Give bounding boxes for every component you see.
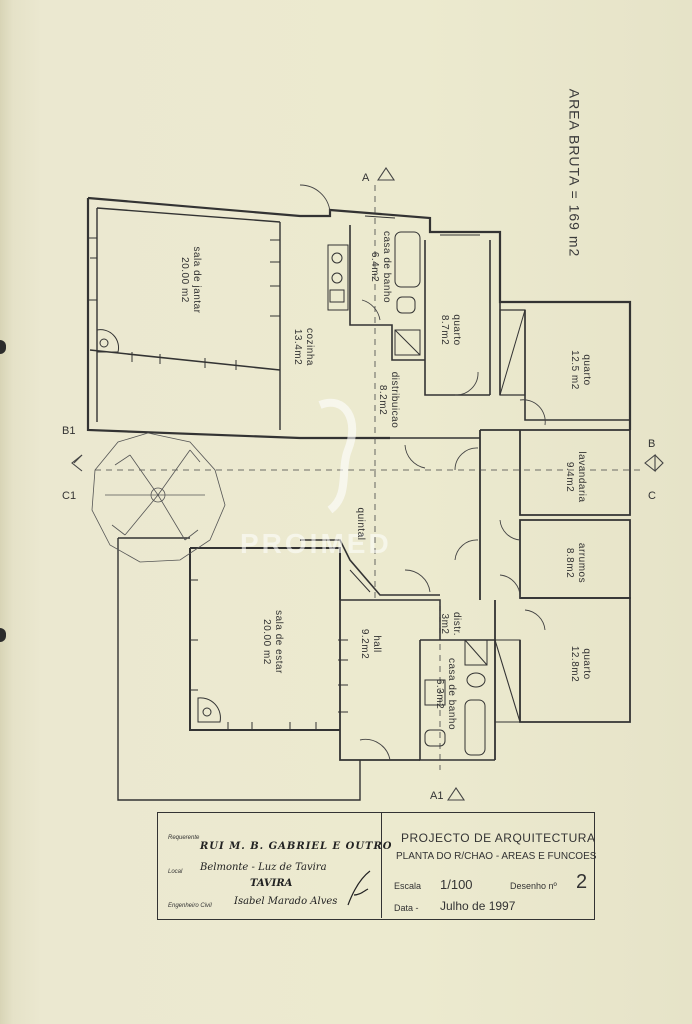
room-distr: distr.3m2 (439, 611, 462, 637)
punch-hole (0, 628, 6, 642)
punch-hole (0, 340, 6, 354)
watermark: PROIMED (240, 528, 392, 559)
title-block-divider (381, 813, 382, 918)
requerente-label: Requerente (168, 835, 200, 841)
watermark-logo (318, 398, 357, 514)
title-block: Requerente RUI M. B. GABRIEL E OUTRO Loc… (157, 812, 597, 920)
drawing-title: PLANTA DO R/CHAO - AREAS E FUNCOES (396, 851, 597, 862)
local-value: Belmonte - Luz de Tavira (200, 862, 327, 873)
project-title: PROJECTO DE ARQUITECTURA (401, 831, 596, 845)
tree-symbol (91, 432, 226, 563)
escala-label: Escala (394, 881, 422, 891)
section-marker-c1: C1 (62, 490, 77, 502)
data-value: Julho de 1997 (440, 899, 516, 913)
binding-edge (0, 0, 14, 1024)
requerente-name: RUI M. B. GABRIEL E OUTRO (200, 841, 393, 852)
signature (347, 870, 371, 906)
section-marker-b: B (648, 438, 656, 450)
room-quintal: quintal (355, 507, 366, 541)
local-town: TAVIRA (250, 878, 293, 889)
engenheiro-name: Isabel Marado Alves (234, 896, 338, 907)
local-label: Local (168, 869, 183, 875)
escala-value: 1/100 (440, 877, 473, 892)
desenho-number: 2 (576, 871, 588, 893)
section-marker-b1: B1 (62, 425, 76, 437)
desenho-label: Desenho nº (510, 881, 557, 891)
section-marker-a1: A1 (430, 790, 444, 802)
section-marker-a: A (362, 172, 370, 184)
section-marker-c: C (648, 490, 656, 502)
engenheiro-label: Engenheiro Civil (168, 903, 212, 909)
data-label: Data - (394, 903, 419, 913)
